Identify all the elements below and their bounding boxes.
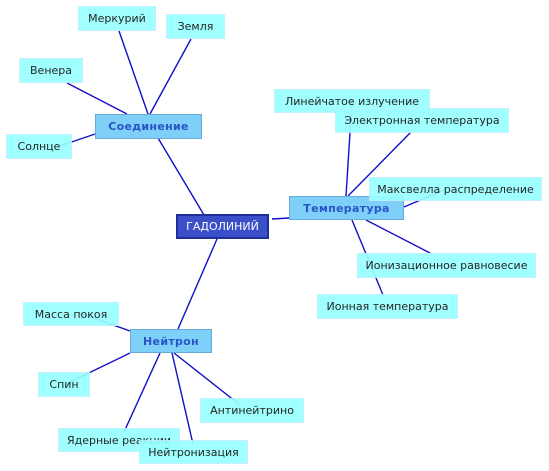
link-neutron-neutronization	[171, 352, 194, 445]
link-temp-ionization	[365, 219, 431, 254]
hub-temperature[interactable]: Температура	[289, 196, 404, 220]
leaf-rest-mass[interactable]: Масса покоя	[23, 302, 119, 326]
link-root-temperature	[271, 217, 290, 220]
link-compound-mercury	[118, 30, 149, 115]
leaf-earth[interactable]: Земля	[166, 14, 225, 39]
link-compound-venus	[66, 82, 128, 115]
link-root-compound	[157, 137, 205, 216]
leaf-ionization-equilibrium[interactable]: Ионизационное равновесие	[357, 253, 536, 278]
hub-neutron[interactable]: Нейтрон	[130, 329, 212, 353]
leaf-maxwell-distribution[interactable]: Максвелла распределение	[369, 177, 542, 201]
leaf-sun[interactable]: Солнце	[6, 134, 72, 159]
leaf-venus[interactable]: Венера	[19, 58, 83, 83]
leaf-spin[interactable]: Спин	[38, 372, 90, 397]
link-compound-earth	[149, 38, 192, 115]
link-root-neutron	[177, 238, 218, 330]
leaf-mercury[interactable]: Меркурий	[78, 6, 156, 31]
link-temp-electron	[347, 131, 412, 197]
leaf-neutronization[interactable]: Нейтронизация	[139, 440, 248, 464]
leaf-antineutrino[interactable]: Антинейтрино	[200, 398, 304, 423]
leaf-electron-temperature[interactable]: Электронная температура	[335, 108, 509, 133]
leaf-ion-temperature[interactable]: Ионная температура	[317, 294, 458, 319]
root-node[interactable]: ГАДОЛИНИЙ	[176, 214, 269, 239]
link-neutron-antineutrino	[173, 352, 241, 406]
hub-compound[interactable]: Соединение	[95, 114, 202, 139]
link-neutron-nuclear	[123, 352, 161, 433]
